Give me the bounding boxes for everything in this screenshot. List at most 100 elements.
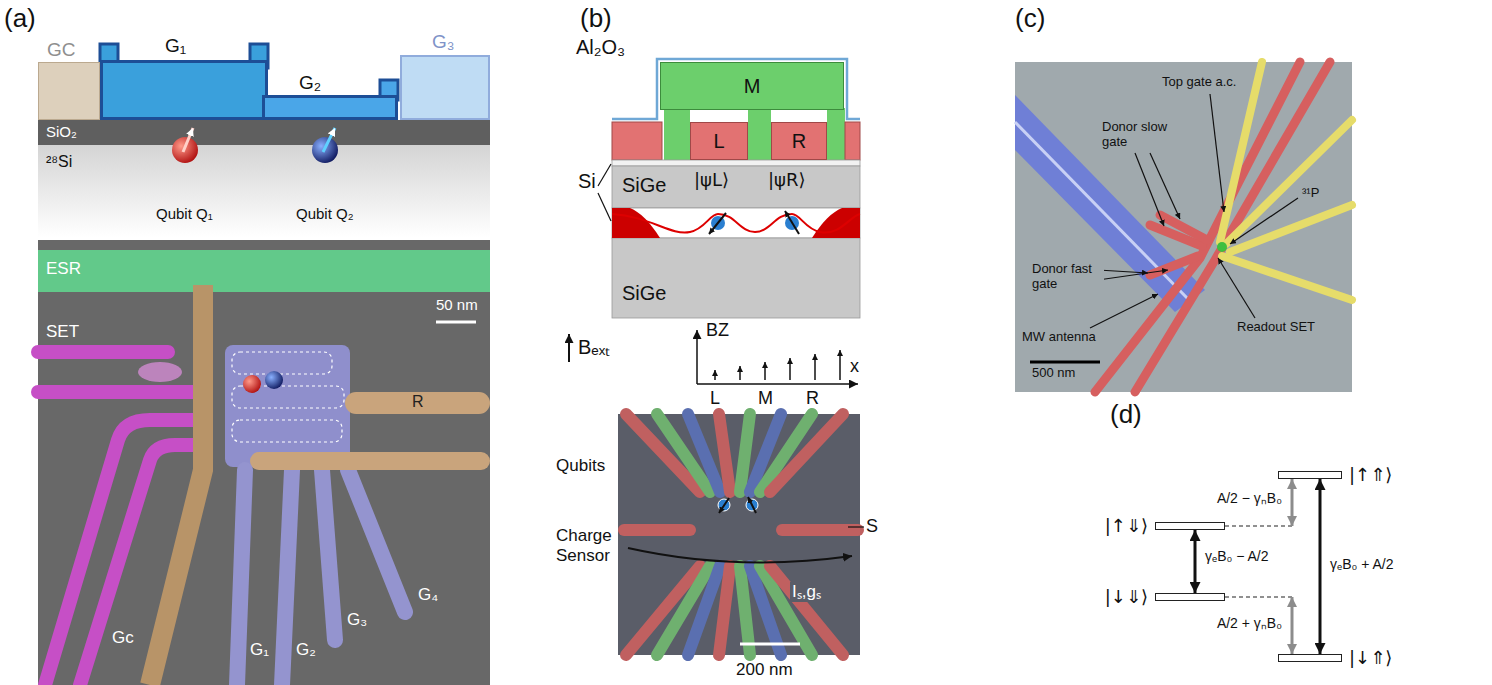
- node-text: |↑⇑⟩: [1349, 465, 1392, 486]
- heterostructure-layer: SiGe: [612, 238, 860, 318]
- device-label: Qubits: [556, 456, 605, 476]
- spin-arrow: [785, 211, 799, 234]
- scale-label: 200 nm: [736, 660, 793, 680]
- qubit-sphere: [243, 375, 261, 393]
- gate-electrode: G₂: [262, 95, 398, 120]
- node-text: G₁: [165, 35, 186, 57]
- oxide-layer: SiO₂: [38, 120, 490, 145]
- si-well: [612, 208, 860, 238]
- gate-lead: [348, 470, 405, 612]
- confinement-gate: [150, 285, 203, 685]
- gate-pad: [612, 122, 662, 160]
- substrate-layer: ²⁸SiQubit Q₁Qubit Q₂: [38, 145, 490, 237]
- node-text: SiGe: [622, 174, 666, 197]
- gate-outline: [232, 352, 332, 374]
- mw-antenna: [1015, 95, 1205, 312]
- transition-energy: A/2 + γₙB₀: [1215, 615, 1284, 631]
- panel-label: (a): [4, 4, 36, 34]
- signal-label: Iₛ,gₛ: [790, 582, 823, 602]
- gate-electrode: GC: [38, 62, 100, 120]
- node-text: |↑⇓⟩: [1105, 516, 1148, 537]
- gate-stem: [748, 108, 771, 160]
- transition-line: [1319, 479, 1322, 654]
- heterostructure-layer: SiGe: [612, 166, 860, 208]
- gate-lead: [282, 470, 292, 685]
- leader-line: [1218, 258, 1255, 318]
- dielectric-outline: [612, 59, 860, 119]
- leader-line: [1210, 94, 1224, 212]
- device-label: Donor fast gate: [1030, 262, 1104, 292]
- axis-label: R: [806, 388, 819, 409]
- gate-stem: [664, 108, 690, 160]
- set-island: [138, 362, 182, 382]
- gate-lead: [322, 470, 335, 640]
- node-text: |↓⇓⟩: [1105, 587, 1148, 608]
- micrograph-ground: [618, 414, 860, 655]
- spin-arrow: [323, 128, 335, 152]
- micrograph-ground: [1015, 62, 1352, 392]
- current-arrow: [628, 548, 852, 562]
- scale-bar: [740, 643, 800, 646]
- scale-bar: [1030, 361, 1100, 364]
- gate-finger: [770, 566, 843, 655]
- field-arrow: [789, 358, 791, 380]
- reservoir-gate: [345, 392, 490, 414]
- leader-line: [598, 193, 611, 221]
- leader-line: [598, 164, 611, 186]
- node-text: R: [792, 130, 806, 153]
- device-label: MW antenna: [1020, 330, 1098, 345]
- axis-label: x: [850, 356, 859, 377]
- leader-line: [1090, 294, 1158, 328]
- sensor-gate: [782, 524, 858, 536]
- gate-label: Gc: [112, 628, 134, 648]
- node-text: ²⁸Si: [46, 153, 72, 171]
- node-text: |↓⇑⟩: [1349, 648, 1392, 669]
- gate-stack: [225, 345, 350, 467]
- node-text: G₂: [299, 72, 321, 94]
- panel-label: (c): [1015, 4, 1045, 34]
- sensor-gate: [624, 524, 690, 536]
- state-label: |ψR⟩: [768, 170, 805, 191]
- gate-label: R: [412, 393, 424, 411]
- gate-label: G₄: [418, 585, 438, 605]
- axis-label: M: [758, 388, 773, 409]
- set-gate: [38, 385, 200, 399]
- field-arrow: [764, 362, 766, 380]
- axis-line: [696, 330, 698, 384]
- spin-arrow: [183, 128, 193, 152]
- leader-line: [848, 526, 864, 527]
- transition-line: [1291, 597, 1294, 654]
- oxide-fill: [38, 120, 490, 145]
- axis-label: BZ: [706, 320, 729, 341]
- scale-label: 500 nm: [1030, 366, 1077, 381]
- field-arrow: [814, 354, 816, 380]
- field-arrow: [714, 370, 716, 380]
- device-label: S: [866, 516, 878, 537]
- level-guide: [1225, 525, 1292, 526]
- transition-line: [1291, 479, 1294, 526]
- esr-line: [38, 250, 490, 292]
- gate-electrode: R: [771, 122, 827, 160]
- panel-label: (d): [1110, 400, 1142, 430]
- scale-label: 50 nm: [436, 296, 478, 313]
- gate-label: G₁: [250, 640, 269, 660]
- set-lead: [1230, 205, 1352, 252]
- device-label: Readout SET: [1235, 320, 1317, 335]
- gate-lead: [1095, 62, 1300, 392]
- gate-finger: [719, 566, 730, 655]
- node-text: M: [744, 75, 761, 98]
- device-label: ³¹P: [1300, 186, 1321, 201]
- node-text: G₃: [432, 31, 455, 53]
- field-arrow: [839, 350, 841, 380]
- device-label: Top gate a.c.: [1160, 75, 1238, 90]
- leader-line: [1098, 270, 1168, 280]
- level-guide: [1225, 596, 1292, 597]
- energy-level: |↓⇑⟩: [1278, 654, 1342, 662]
- gate-label: G₃: [347, 610, 367, 630]
- transition-energy: γₑB₀ − A/2: [1203, 548, 1271, 564]
- node-text: Qubit Q₂: [296, 205, 354, 222]
- energy-level: |↑⇑⟩: [1278, 471, 1342, 479]
- gate-label: G₂: [296, 640, 316, 660]
- node-text: SiGe: [622, 282, 666, 305]
